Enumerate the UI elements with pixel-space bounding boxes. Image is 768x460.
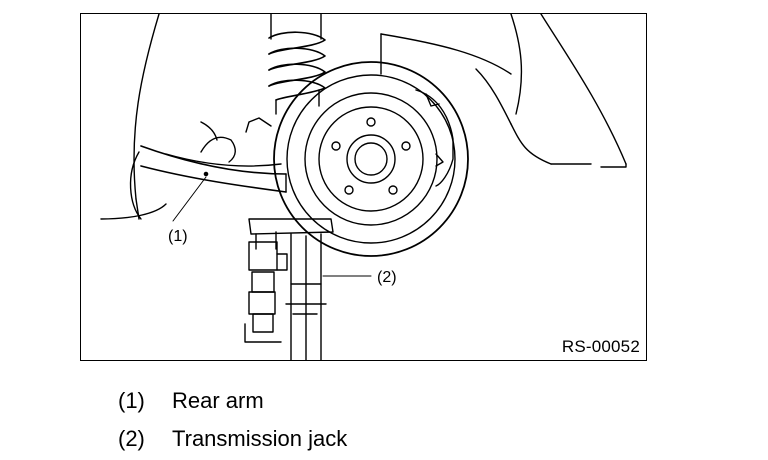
legend-item-transmission-jack: (2) Transmission jack [118,426,347,452]
legend-item-rear-arm: (1) Rear arm [118,388,264,414]
suspension-drawing [100,14,627,360]
legend-number: (2) [118,426,145,451]
figure-illustration: (1) (2) RS-00052 [80,13,647,361]
legend-text: Transmission jack [172,426,348,451]
legend-number: (1) [118,388,145,413]
callout-transmission-jack: (2) [377,269,397,286]
callout-rear-arm: (1) [168,228,188,245]
figure-code: RS-00052 [561,337,640,356]
legend-text: Rear arm [172,388,264,413]
